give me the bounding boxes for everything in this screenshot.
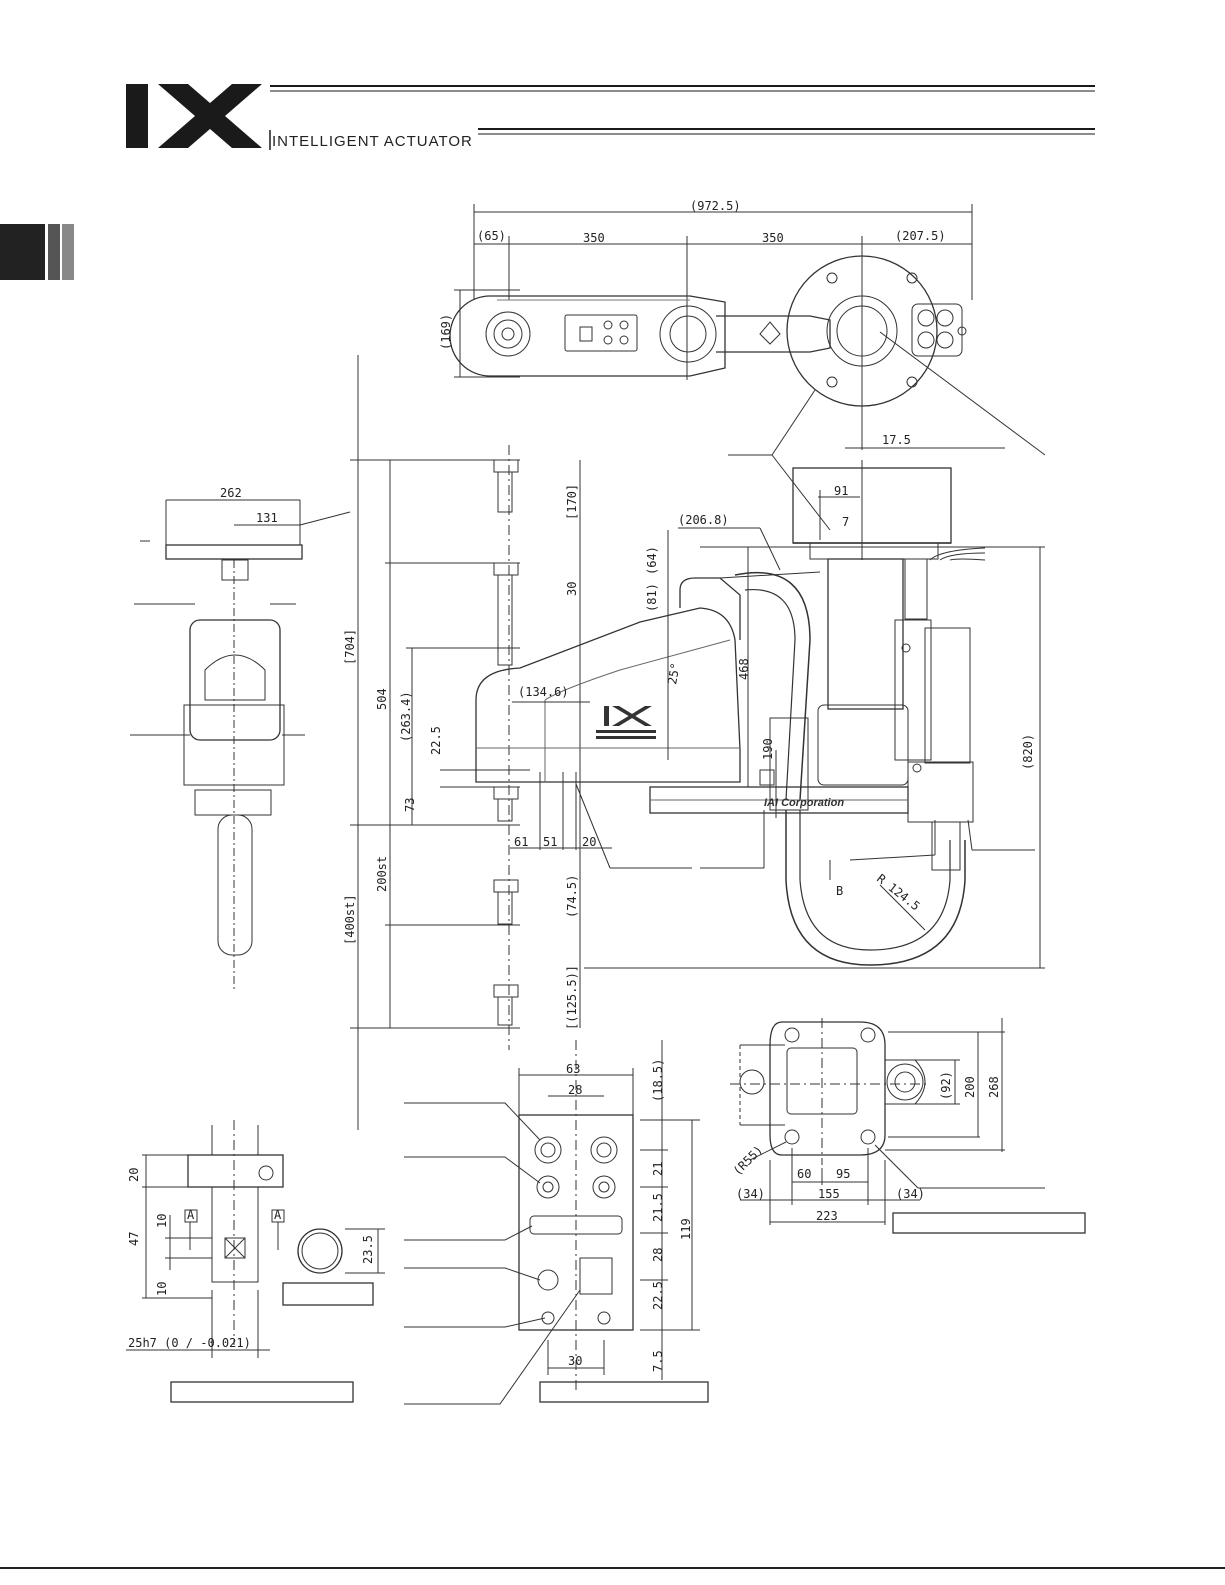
dim-label: 22.5 xyxy=(651,1281,665,1310)
ix-logo xyxy=(126,84,262,148)
dim-label: 7.5 xyxy=(651,1350,665,1372)
panel-caption-box xyxy=(539,1381,709,1403)
dim-label: (972.5) xyxy=(690,199,741,213)
dim-label: 155 xyxy=(818,1187,840,1201)
dim-label: (65) xyxy=(477,229,506,243)
dim-label: (92) xyxy=(939,1071,953,1100)
dim-label: (169) xyxy=(439,314,453,350)
side-view xyxy=(130,499,351,990)
dim-label: 63 xyxy=(566,1062,580,1076)
dim-label: 262 xyxy=(220,486,242,500)
brand-text: INTELLIGENT ACTUATOR xyxy=(272,133,473,150)
dim-label: 73 xyxy=(403,798,417,812)
dim-label: 95 xyxy=(836,1167,850,1181)
section-label: A xyxy=(187,1208,195,1222)
dim-label: 51 xyxy=(543,835,557,849)
shaft-detail xyxy=(126,1120,385,1403)
dim-label: B xyxy=(836,884,843,898)
dim-label: 28 xyxy=(568,1083,582,1097)
dim-label: 268 xyxy=(987,1076,1001,1098)
dim-label: 131 xyxy=(256,511,278,525)
section-caption-box xyxy=(282,1282,374,1306)
dim-label: 350 xyxy=(583,231,605,245)
dim-label: 504 xyxy=(375,688,389,710)
dim-label: 60 xyxy=(797,1167,811,1181)
dim-label: 17.5 xyxy=(882,433,911,447)
header-graphic xyxy=(126,84,1095,150)
dim-label: 20 xyxy=(127,1168,141,1182)
shaft-caption-box xyxy=(170,1381,354,1403)
dim-label: [170] xyxy=(565,484,579,520)
dim-label: (207.5) xyxy=(895,229,946,243)
dim-label: 30 xyxy=(565,582,579,596)
dim-label: [400st] xyxy=(343,894,357,945)
dim-label: 7 xyxy=(842,515,849,529)
dim-label: (820) xyxy=(1021,734,1035,770)
arm-ix-logo xyxy=(596,706,656,739)
dim-label: (206.8) xyxy=(678,513,729,527)
dim-label: 61 xyxy=(514,835,528,849)
dim-label: (81) xyxy=(645,583,659,612)
dim-label: 28 xyxy=(651,1248,665,1262)
dim-label: [(125.5)] xyxy=(565,965,579,1030)
dim-label: 10 xyxy=(155,1282,169,1296)
section-tab-marker xyxy=(0,224,75,280)
bottom-rule xyxy=(0,1567,1225,1569)
dim-label: (34) xyxy=(896,1187,925,1201)
page-header: INTELLIGENT ACTUATOR xyxy=(0,0,1225,200)
dim-label: 22.5 xyxy=(429,726,443,755)
connector-panel xyxy=(404,1040,709,1405)
dim-label: (18.5) xyxy=(651,1059,665,1102)
dim-label: 23.5 xyxy=(361,1235,375,1264)
dim-label: 20 xyxy=(582,835,596,849)
panel-text: IAI Corporation xyxy=(764,797,844,809)
dim-label: 223 xyxy=(816,1209,838,1223)
dim-label: (R55) xyxy=(730,1143,765,1178)
dim-label: 21.5 xyxy=(651,1193,665,1222)
dim-label: 200st xyxy=(375,856,389,892)
dim-label: (34) xyxy=(736,1187,765,1201)
dim-label: (134.6) xyxy=(518,685,569,699)
dim-label: 200 xyxy=(963,1076,977,1098)
dim-label: 350 xyxy=(762,231,784,245)
dim-label: 119 xyxy=(679,1218,693,1240)
dim-label: 25h7 (0 / -0.021) xyxy=(128,1336,251,1350)
dim-label: (64) xyxy=(645,546,659,575)
dim-label: 21 xyxy=(651,1162,665,1176)
dim-label: (263.4) xyxy=(399,691,413,742)
dim-label: 91 xyxy=(834,484,848,498)
top-view xyxy=(449,204,1046,531)
front-view xyxy=(350,355,1045,1130)
base-caption-box xyxy=(892,1212,1086,1234)
dim-label: 30 xyxy=(568,1354,582,1368)
dim-label: 10 xyxy=(155,1214,169,1228)
dim-label: 47 xyxy=(127,1232,141,1246)
dim-label: R 124.5 xyxy=(874,871,922,913)
base-bottom-view xyxy=(730,1018,1086,1234)
dim-label: [704] xyxy=(343,629,357,665)
dim-label: (74.5) xyxy=(565,875,579,918)
dim-label: 25° xyxy=(665,662,683,686)
section-label: A xyxy=(274,1208,282,1222)
dim-label: 468 xyxy=(737,658,751,680)
header-rules xyxy=(269,85,1095,150)
dim-label: 190 xyxy=(761,738,775,760)
